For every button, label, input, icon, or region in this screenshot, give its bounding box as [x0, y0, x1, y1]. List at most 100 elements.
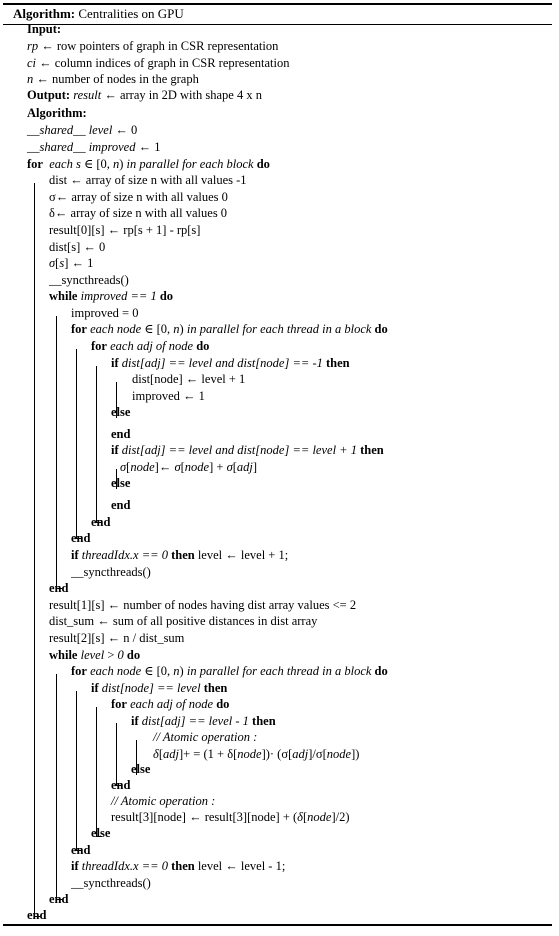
code-text: [: [55, 256, 60, 270]
code-text: ): [179, 322, 187, 336]
code-text: __: [73, 140, 89, 154]
code-line: // Atomic operation :: [111, 794, 215, 809]
code-line: if threadIdx.x == 0 then level ← level -…: [71, 859, 285, 874]
code-text: ← row pointers of graph in CSR represent…: [38, 39, 279, 53]
italic-term: rp: [27, 39, 39, 53]
code-text: __: [27, 123, 40, 137]
code-line: δ[adj]+ = (1 + δ[node])· (σ[adj]/σ[node]…: [153, 747, 359, 762]
italic-term: n: [27, 72, 34, 86]
keyword: while: [49, 289, 78, 303]
code-text: level ← level + 1;: [194, 548, 289, 562]
code-line: for each adj of node do: [111, 697, 229, 712]
code-line: for each node ∈ [0, n) in parallel for e…: [71, 322, 388, 337]
keyword: end: [111, 427, 131, 441]
code-text: [: [232, 460, 237, 474]
italic-term: dist[node] == level: [98, 681, 204, 695]
code-text: ] +: [209, 460, 227, 474]
keyword: for: [71, 664, 87, 678]
code-text: __syncthreads(): [71, 876, 151, 890]
code-text: __: [27, 140, 40, 154]
italic-term: node: [326, 747, 352, 761]
indent-bar-end: [56, 899, 62, 900]
code-text: result[3][node] ← result[3][node] + (: [111, 810, 298, 824]
keyword: if: [131, 714, 139, 728]
indent-bar: [56, 316, 57, 589]
code-line: Output: result ← array in 2D with shape …: [27, 88, 262, 103]
keyword: then: [325, 356, 350, 370]
code-text: [: [180, 460, 185, 474]
caption-rule: [3, 24, 552, 25]
bottom-rule: [3, 924, 552, 926]
code-line: dist ← array of size n with all values -…: [49, 173, 247, 188]
code-line: dist_sum ← sum of all positive distances…: [49, 614, 317, 629]
indent-bar: [116, 469, 117, 489]
keyword: do: [126, 648, 141, 662]
italic-term: in parallel for each thread in a block: [186, 322, 372, 336]
code-text: ]: [252, 460, 258, 474]
italic-term: each node: [86, 322, 142, 336]
keyword: do: [374, 322, 388, 336]
code-line: __syncthreads(): [71, 565, 151, 580]
indent-bar: [116, 382, 117, 418]
code-line: improved = 0: [71, 306, 138, 321]
keyword: for: [27, 157, 43, 171]
keyword: end: [111, 498, 131, 512]
keyword: then: [252, 714, 276, 728]
italic-term: // Atomic operation :: [153, 730, 258, 744]
keyword: do: [374, 664, 388, 678]
italic-term: // Atomic operation :: [111, 794, 216, 808]
code-line: n ← number of nodes in the graph: [27, 72, 199, 87]
indent-bar-end: [96, 836, 102, 837]
code-text: dist_sum ← sum of all positive distances…: [49, 614, 318, 628]
italic-term: adj: [162, 747, 179, 761]
caption-title: Centralities on GPU: [78, 6, 184, 21]
code-line: Input:: [27, 22, 61, 37]
italic-term: improved: [77, 289, 128, 303]
code-text: dist ← array of size n with all values -…: [49, 173, 247, 187]
italic-term: node: [237, 747, 262, 761]
code-line: for each adj of node do: [91, 339, 209, 354]
indent-bar-end: [56, 588, 62, 589]
italic-term: adj: [292, 747, 309, 761]
code-text: ∈ [0,: [80, 157, 113, 171]
keyword: do: [196, 339, 210, 353]
italic-term: each s: [42, 157, 81, 171]
keyword: do: [159, 289, 174, 303]
code-text: [: [126, 460, 131, 474]
code-line: Algorithm:: [27, 106, 87, 121]
code-text: ]): [351, 747, 360, 761]
code-line: while improved == 1 do: [49, 289, 173, 304]
code-line: δ← array of size n with all values 0: [49, 206, 227, 221]
code-text: __syncthreads(): [71, 565, 151, 579]
keyword: then: [171, 548, 195, 562]
top-rule: [3, 3, 552, 5]
code-line: end: [111, 427, 130, 442]
italic-term: level: [88, 123, 113, 137]
keyword: if: [71, 548, 79, 562]
code-line: if threadIdx.x == 0 then level ← level +…: [71, 548, 288, 563]
italic-term: dist[adj] == level and dist[node] == lev…: [118, 443, 361, 457]
code-line: __syncthreads(): [71, 876, 151, 891]
code-text: dist[s] ← 0: [49, 240, 106, 254]
code-text: improved ← 1: [132, 389, 205, 403]
keyword: while: [49, 648, 78, 662]
italic-term: ci: [27, 56, 37, 70]
code-text: ]←: [154, 460, 175, 474]
code-line: for each node ∈ [0, n) in parallel for e…: [71, 664, 388, 679]
code-line: else: [111, 405, 130, 420]
indent-bar-end: [76, 850, 82, 851]
code-line: dist[s] ← 0: [49, 240, 105, 255]
keyword: do: [256, 157, 270, 171]
code-line: while level > 0 do: [49, 648, 140, 663]
code-line: for each s ∈ [0, n) in parallel for each…: [27, 157, 270, 172]
italic-term: threadIdx.x == 0: [78, 859, 172, 873]
italic-term: node: [307, 810, 332, 824]
code-line: result[2][s] ← n / dist_sum: [49, 631, 184, 646]
italic-term: σ: [49, 256, 56, 270]
code-text: __syncthreads(): [49, 273, 129, 287]
indent-bar: [34, 183, 35, 917]
italic-term: == 1: [127, 289, 160, 303]
code-line: end: [111, 498, 130, 513]
keyword: end: [27, 908, 47, 922]
keyword: do: [216, 697, 230, 711]
